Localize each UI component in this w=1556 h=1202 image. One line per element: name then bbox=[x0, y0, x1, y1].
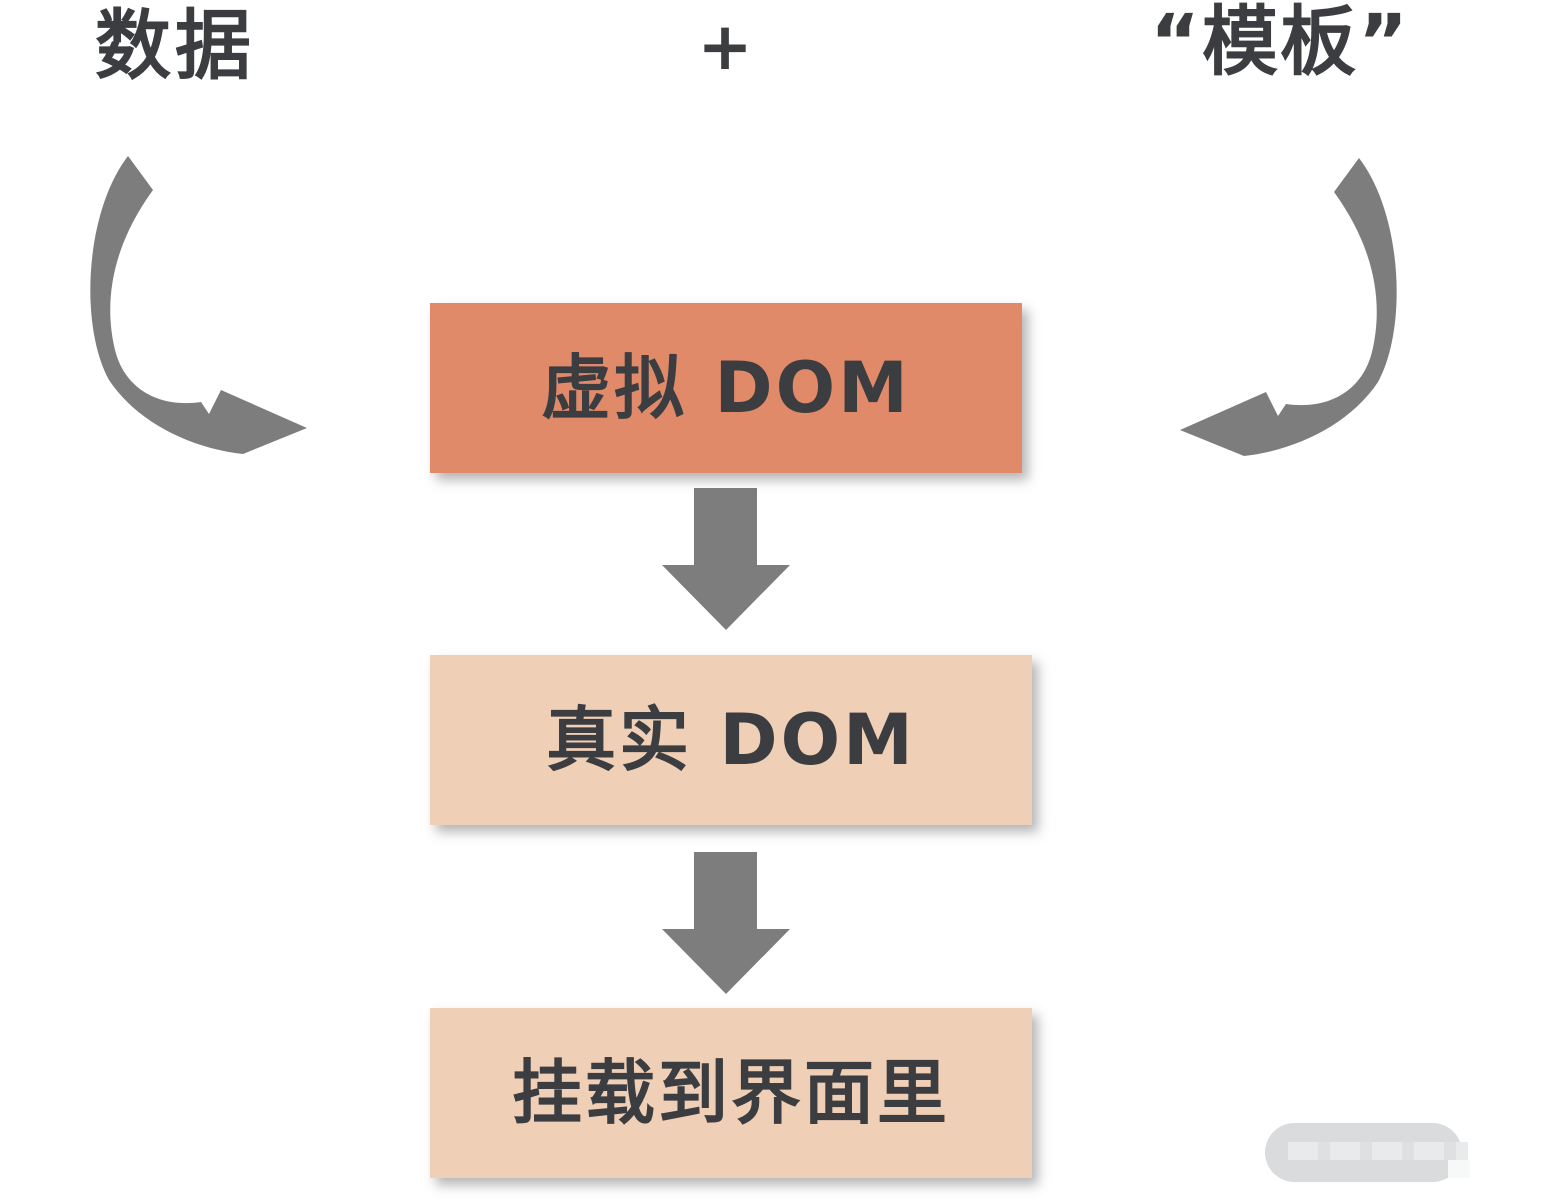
down-arrow-icon bbox=[662, 488, 790, 630]
curved-arrow-left-icon bbox=[90, 156, 307, 454]
real-dom-node: 真实 DOM bbox=[430, 655, 1032, 825]
mount-label: 挂载到界面里 bbox=[512, 1052, 950, 1134]
down-arrow-icon bbox=[662, 852, 790, 994]
real-dom-label: 真实 DOM bbox=[546, 699, 916, 781]
watermark-white-block bbox=[1448, 1160, 1470, 1178]
virtual-dom-label: 虚拟 DOM bbox=[541, 347, 911, 429]
virtual-dom-node: 虚拟 DOM bbox=[430, 303, 1022, 473]
mount-node: 挂载到界面里 bbox=[430, 1008, 1032, 1178]
watermark-blurred bbox=[1265, 1123, 1475, 1183]
template-label: “模板” bbox=[1150, 0, 1410, 86]
curved-arrow-right-icon bbox=[1180, 158, 1397, 456]
data-label: 数据 bbox=[95, 1, 255, 90]
watermark-band bbox=[1288, 1142, 1468, 1160]
plus-sign: + bbox=[697, 8, 753, 85]
